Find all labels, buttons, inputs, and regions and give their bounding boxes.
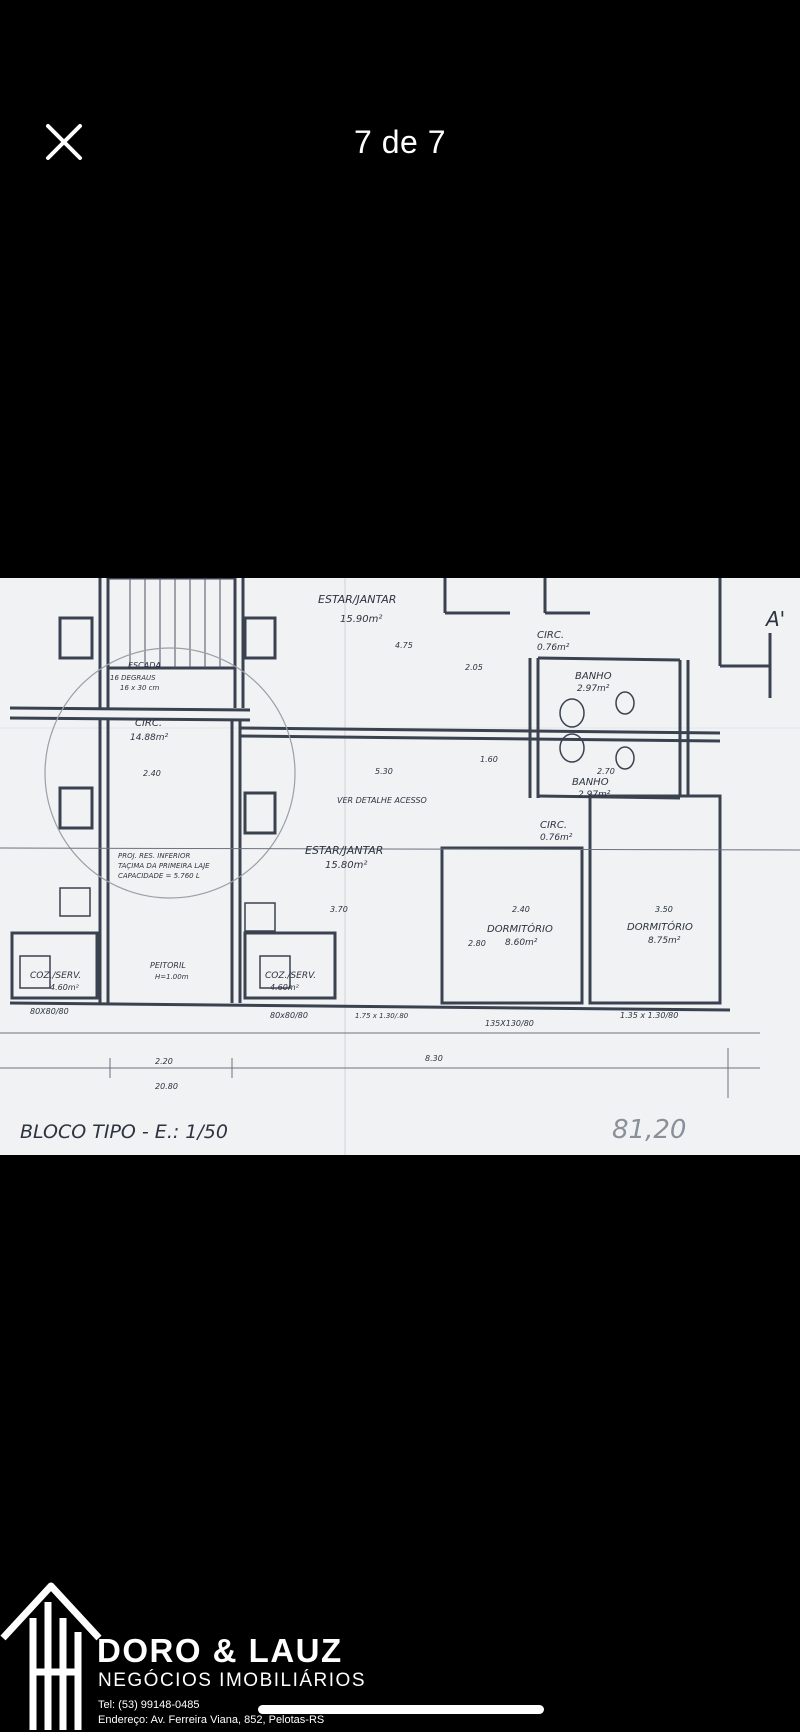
room-area: 14.88m² — [130, 733, 169, 743]
dimension-label: 3.50 — [655, 905, 673, 914]
dimension-label: 3.70 — [330, 905, 348, 914]
room-area: 4.60m² — [50, 983, 80, 992]
room-detail: 16 x 30 cm — [120, 684, 159, 692]
floor-plan-image[interactable]: ESTAR/JANTAR 15.90m² ESCADA 16 DEGRAUS 1… — [0, 578, 800, 1155]
plan-note: TAÇIMA DA PRIMEIRA LAJE — [118, 862, 210, 870]
room-label: ESCADA — [128, 661, 161, 670]
plan-note: VER DETALHE ACESSO — [337, 796, 427, 805]
room-label: CIRC. — [537, 630, 564, 641]
section-marker: A' — [764, 607, 785, 631]
brand-subtitle: NEGÓCIOS IMOBILIÁRIOS — [98, 1670, 366, 1691]
room-label: COZ./SERV. — [265, 971, 316, 981]
room-area: 8.75m² — [648, 936, 681, 946]
dimension-label: 2.80 — [468, 939, 486, 948]
room-area: 2.97m² — [577, 684, 610, 694]
brand-address: Endereço: Av. Ferreira Viana, 852, Pelot… — [98, 1714, 325, 1726]
dimension-label: 2.40 — [143, 769, 161, 778]
room-label: CIRC. — [135, 718, 162, 729]
house-logo-icon — [0, 1582, 102, 1730]
plan-note: PROJ. RES. INFERIOR — [118, 852, 190, 860]
image-counter: 7 de 7 — [354, 124, 446, 160]
room-label: BANHO — [575, 671, 612, 682]
dimension-label: 4.75 — [395, 641, 413, 650]
room-label: DORMITÓRIO — [487, 922, 553, 935]
room-label: ESTAR/JANTAR — [318, 593, 396, 606]
dimension-label: 2.05 — [465, 663, 483, 672]
room-area: 4.60m² — [270, 983, 300, 992]
close-button[interactable] — [40, 118, 88, 166]
plan-title: BLOCO TIPO - E.: 1/50 — [20, 1121, 228, 1143]
room-label: DORMITÓRIO — [627, 920, 693, 933]
room-label: BANHO — [572, 777, 609, 788]
dimension-label: 80X80/80 — [30, 1007, 69, 1016]
dimension-label: 1.75 x 1.30/.80 — [355, 1012, 409, 1020]
room-area: 0.76m² — [540, 833, 573, 843]
floor-plan-drawing: ESTAR/JANTAR 15.90m² ESCADA 16 DEGRAUS 1… — [0, 578, 800, 1155]
room-area: 15.90m² — [340, 614, 382, 625]
plan-note: H=1.00m — [155, 973, 189, 981]
brand-name: DORO & LAUZ — [97, 1632, 343, 1669]
room-area: 15.80m² — [325, 860, 367, 871]
room-area: 0.76m² — [537, 643, 570, 653]
dimension-label: 80x80/80 — [270, 1011, 308, 1020]
room-label: CIRC. — [540, 820, 567, 831]
room-area: 2.97m² — [578, 790, 611, 800]
handwritten-area: 81,20 — [612, 1115, 686, 1145]
room-label: COZ./SERV. — [30, 971, 81, 981]
plan-note: CAPACIDADE = 5.760 L — [118, 872, 200, 880]
room-area: 8.60m² — [505, 938, 538, 948]
dimension-label: 20.80 — [155, 1082, 178, 1091]
dimension-label: 8.30 — [425, 1054, 443, 1063]
home-indicator[interactable] — [258, 1705, 544, 1714]
plan-note: PEITORIL — [150, 961, 186, 970]
close-icon — [46, 124, 82, 160]
dimension-label: 1.35 x 1.30/80 — [620, 1011, 678, 1020]
dimension-label: 2.70 — [597, 767, 615, 776]
dimension-label: 1.60 — [480, 755, 498, 764]
brand-phone: Tel: (53) 99148-0485 — [98, 1699, 200, 1711]
dimension-label: 2.20 — [155, 1057, 173, 1066]
dimension-label: 2.40 — [512, 905, 530, 914]
dimension-label: 135X130/80 — [485, 1019, 534, 1028]
room-label: ESTAR/JANTAR — [305, 844, 383, 857]
room-detail: 16 DEGRAUS — [110, 674, 156, 682]
dimension-label: 5.30 — [375, 767, 393, 776]
